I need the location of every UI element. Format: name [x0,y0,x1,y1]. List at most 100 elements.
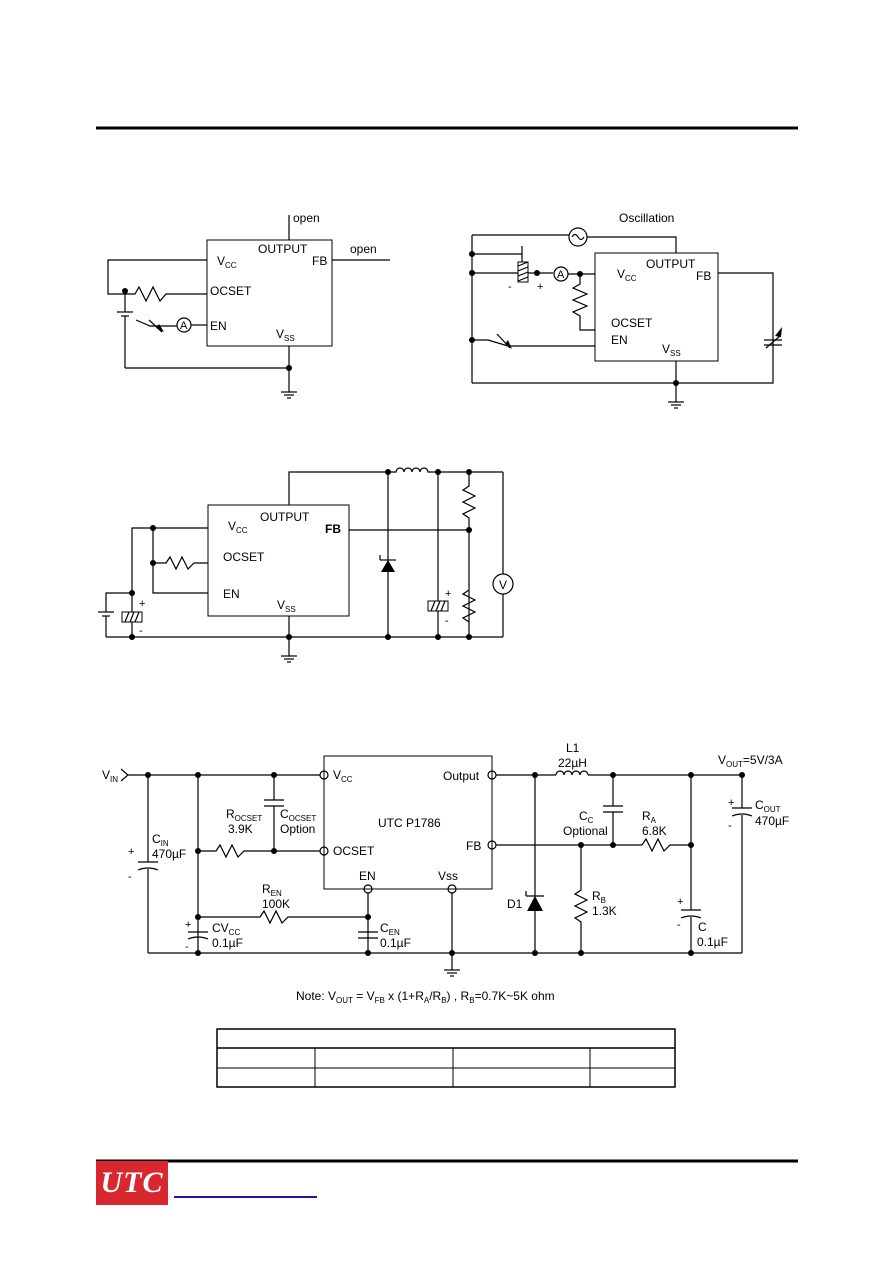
ocset-pin-label: OCSET [223,550,265,564]
svg-text:V: V [499,578,507,592]
resistor-ocset [125,285,207,303]
en-pin-label: EN [210,319,227,333]
resistor-top [461,472,477,637]
cvcc-value: 0.1µF [212,936,243,950]
rb-label: RB [592,889,606,905]
vcc-pin-label: VCC [228,519,248,535]
l1-label: L1 [566,741,580,755]
resistor-ra [641,837,691,853]
fb-pin-label: FB [466,839,481,853]
output-capacitor-icon [427,600,449,612]
vcc-pin-label: VCC [217,254,237,270]
ren-value: 100K [262,897,290,911]
cout-value: 470µF [755,814,789,828]
svg-text:-: - [185,941,189,953]
diode-icon [379,555,396,572]
test-circuit-2: Oscillation OUTPUT FB VCC OCSET EN VSS [469,211,782,409]
output-pin-label: OUTPUT [258,242,308,256]
svg-text:A: A [557,269,565,281]
fb-pin-label: FB [325,522,341,536]
cocset-note: Option [280,822,315,836]
d1-label: D1 [507,897,523,911]
fb-pin-label: FB [696,269,711,283]
resistor-rb [573,845,589,953]
resistor-ocset [571,274,595,331]
cen-value: 0.1µF [380,936,411,950]
svg-text:+: + [185,919,191,931]
output-pin-label: OUTPUT [260,510,310,524]
svg-text:+: + [677,896,683,908]
ground-icon [668,401,684,409]
cin-label: CIN [152,832,169,848]
vcc-pin-label: VCC [333,768,353,784]
ic-box [594,252,719,362]
ra-value: 6.8K [642,824,667,838]
cocset-label: COCSET [280,807,316,823]
cin-value: 470µF [152,847,186,861]
inductor-l1 [555,770,589,776]
ground-icon [444,969,460,977]
application-circuit: UTC P1786 VCC Output OCSET FB EN Vss VIN… [102,741,789,977]
resistor-rocset [198,843,320,859]
rocset-label: ROCSET [226,807,262,823]
cen-label: CEN [380,921,400,937]
utc-logo: UTC [96,1161,168,1205]
c-label: C [698,920,707,934]
resistor-bottom [461,589,477,623]
svg-text:A: A [180,320,188,332]
ren-label: REN [262,882,282,898]
rocset-value: 3.9K [228,822,253,836]
vout-label: VOUT=5V/3A [718,753,783,769]
en-pin-label: EN [223,587,240,601]
svg-text:-: - [128,871,132,883]
svg-text:-: - [445,615,449,627]
output-pin-label: Output [443,769,480,783]
ic-name-label: UTC P1786 [378,816,441,830]
c-value: 0.1µF [697,935,728,949]
svg-text:+: + [445,588,451,600]
svg-text:-: - [677,919,681,931]
ocset-pin-label: OCSET [210,284,252,298]
fb-pin-label: FB [312,254,327,268]
ic-utc-p1786 [323,755,493,890]
test-circuit-1: open OUTPUT FB open VCC OCSET EN VSS A [107,211,390,399]
svg-text:+: + [537,281,543,293]
ocset-pin-label: OCSET [333,844,375,858]
vss-pin-label: VSS [277,598,296,614]
svg-text:-: - [508,281,512,293]
vss-pin-label: VSS [276,327,295,343]
capacitor-icon [517,261,529,283]
en-pin-label: EN [611,333,628,347]
ic-box [206,239,333,347]
en-pin-label: EN [359,869,376,883]
diode-d1-icon [525,891,544,911]
svg-text:+: + [139,598,145,610]
open-top-label: open [293,211,320,225]
test-circuit-3: OUTPUT FB VCC OCSET EN VSS [98,467,514,663]
output-pin-label: OUTPUT [646,257,696,271]
cc-note: Optional [563,824,608,838]
svg-text:-: - [139,625,143,637]
cout-label: COUT [755,798,781,814]
vcc-pin-label: VCC [617,267,637,283]
component-table [216,1028,676,1088]
resistor-ren [198,909,368,925]
open-right-label: open [350,242,377,256]
vss-pin-label: Vss [438,869,458,883]
svg-text:-: - [728,820,732,832]
formula-note: Note: VOUT = VFB x (1+RA/RB) , RB=0.7K~5… [296,989,555,1005]
ground-icon [281,391,297,399]
svg-text:+: + [728,797,734,809]
ic-box [207,504,350,617]
website-link-underline[interactable] [174,1196,317,1198]
l1-value: 22µH [558,756,587,770]
vss-pin-label: VSS [662,342,681,358]
resistor-ocset [153,555,208,571]
variable-load-icon [764,327,782,349]
cc-label: CC [579,809,594,825]
rb-value: 1.3K [592,904,617,918]
oscillation-label: Oscillation [619,211,674,225]
ocset-pin-label: OCSET [611,316,653,330]
